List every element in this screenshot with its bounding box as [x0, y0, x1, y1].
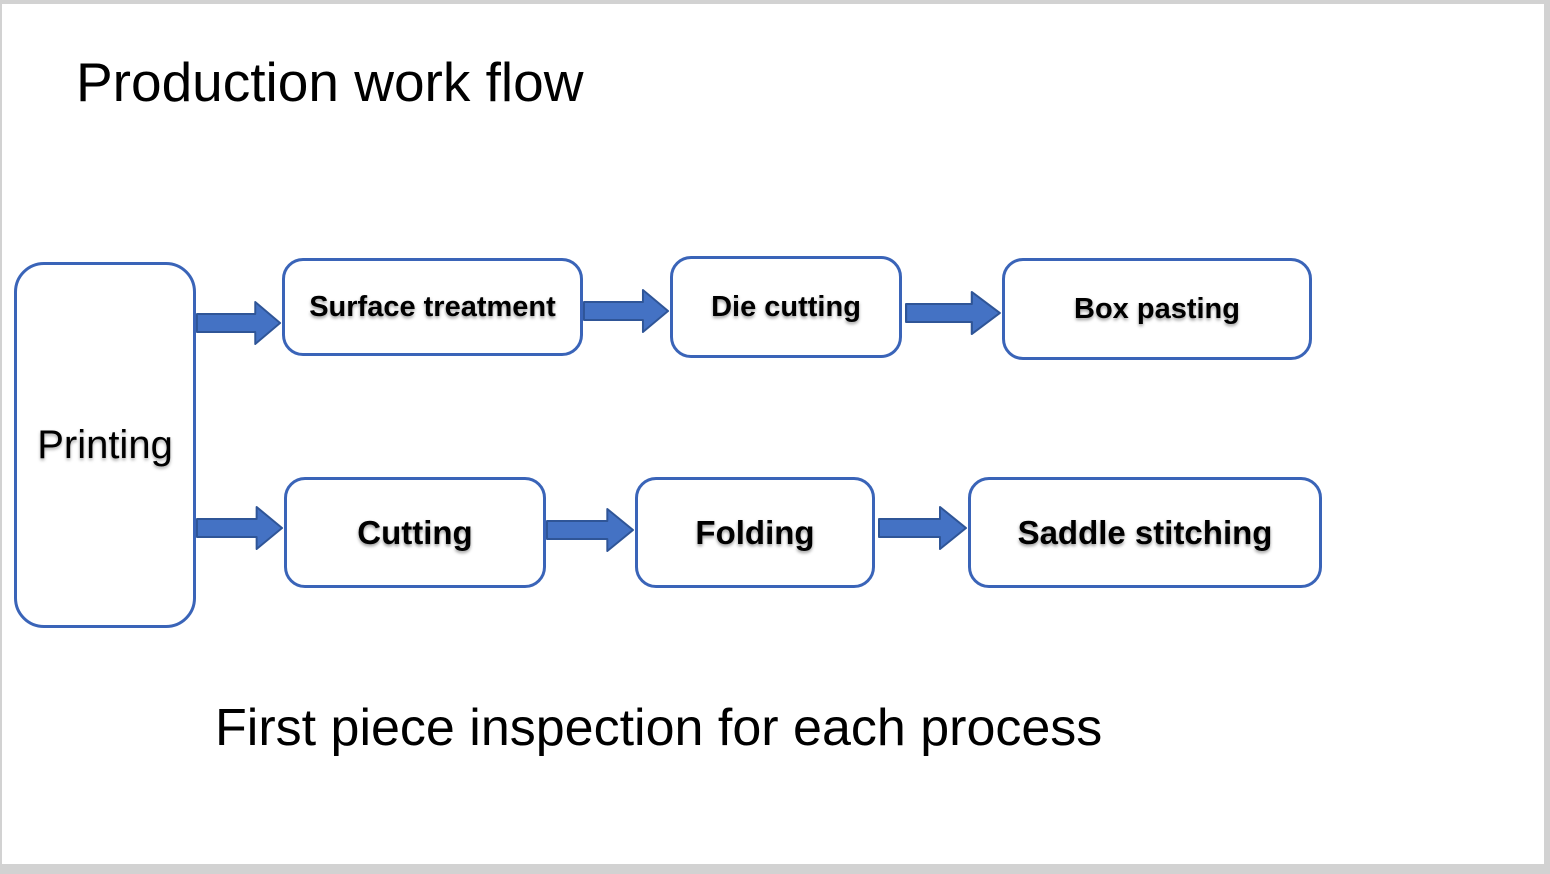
- right-block-arrow-icon-printing-to-cutting: [196, 506, 284, 550]
- flow-node-label: Box pasting: [1074, 292, 1240, 325]
- flow-node-saddle-stitching: Saddle stitching: [968, 477, 1322, 588]
- right-block-arrow-icon-printing-to-surface-treatment: [196, 301, 282, 345]
- flow-node-label: Surface treatment: [309, 290, 556, 323]
- slide-canvas: [2, 4, 1544, 864]
- flow-node-cutting: Cutting: [284, 477, 546, 588]
- right-block-arrow-icon-folding-to-saddle-stitching: [878, 506, 967, 550]
- flow-node-printing: Printing: [14, 262, 196, 628]
- flow-node-label: Saddle stitching: [1017, 513, 1273, 551]
- flow-node-die-cutting: Die cutting: [670, 256, 902, 358]
- flow-node-folding: Folding: [635, 477, 875, 588]
- flow-node-label: Printing: [37, 422, 173, 467]
- flow-node-label: Die cutting: [711, 290, 861, 323]
- right-block-arrow-icon-surface-treatment-to-die-cutting: [583, 289, 670, 333]
- right-block-arrow-icon-die-cutting-to-box-pasting: [905, 291, 1001, 335]
- flow-node-label: Cutting: [357, 513, 473, 551]
- flow-node-label: Folding: [695, 513, 815, 551]
- right-block-arrow-icon-cutting-to-folding: [546, 508, 635, 552]
- footer-caption: First piece inspection for each process: [215, 699, 1103, 757]
- page-title: Production work flow: [76, 51, 584, 113]
- flow-node-box-pasting: Box pasting: [1002, 258, 1312, 360]
- flow-node-surface-treatment: Surface treatment: [282, 258, 583, 356]
